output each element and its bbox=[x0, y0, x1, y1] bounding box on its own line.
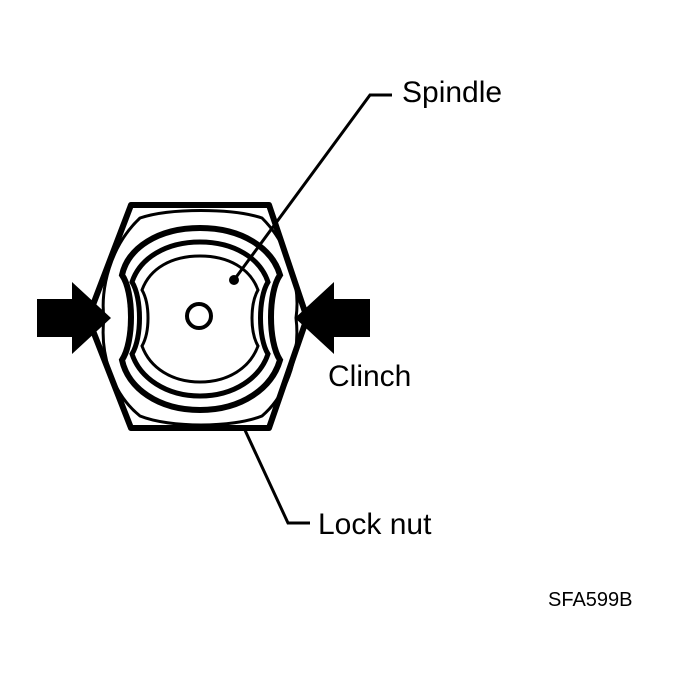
clinch-arrow-left bbox=[37, 282, 111, 354]
lock-nut-leader-line bbox=[242, 427, 310, 525]
spindle-leader-line bbox=[232, 93, 392, 281]
arrow-right-icon bbox=[37, 282, 111, 354]
figure-code: SFA599B bbox=[548, 589, 633, 611]
spindle-label: Spindle bbox=[402, 76, 502, 109]
clinch-ring-outer bbox=[118, 224, 284, 414]
clinch-ring-middle bbox=[129, 239, 271, 399]
clinch-label: Clinch bbox=[328, 360, 411, 393]
clinch-ring-inner bbox=[140, 254, 260, 384]
spindle-leader bbox=[229, 93, 392, 285]
clinched-nut-rings bbox=[118, 224, 284, 414]
arrow-left-icon bbox=[295, 282, 370, 354]
clinch-arrow-right bbox=[295, 282, 370, 354]
spindle-hole bbox=[185, 302, 213, 330]
lock-nut-label: Lock nut bbox=[318, 508, 432, 541]
